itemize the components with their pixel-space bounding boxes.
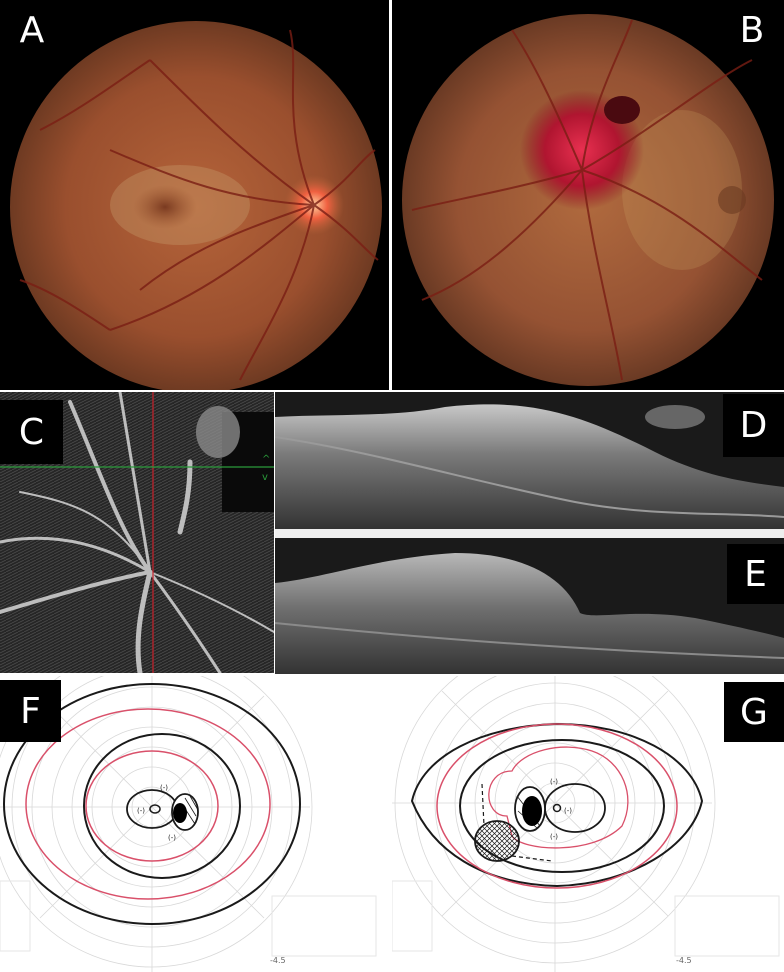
panel-e-oct-bscan: E [275, 538, 784, 674]
annotation-minus-top: (-) [550, 778, 558, 786]
panel-c-oct-enface: ^ v C [0, 392, 274, 673]
fundus-image-a [10, 21, 382, 390]
de-divider [275, 529, 784, 538]
panel-label-b: B [739, 9, 765, 51]
panel-b-fundus: B [392, 0, 784, 390]
scan-up-marker: ^ [262, 454, 270, 465]
annotation-minus-center: (-) [137, 807, 145, 815]
panel-d-oct-bscan: D [275, 392, 784, 529]
panel-g-perimetry: (-) (-) (-) -4.5 G [392, 676, 784, 972]
panel-f-perimetry: (-) (-) (-) -4.5 F [0, 676, 390, 972]
perimetry-chart-f: (-) (-) (-) -4.5 [0, 676, 377, 972]
panel-label-d: D [723, 394, 784, 457]
panel-label-c: C [0, 400, 63, 464]
panel-label-f: F [0, 680, 61, 742]
panel-a-fundus: A [0, 0, 389, 390]
perimetry-chart-g: (-) (-) (-) -4.5 [392, 676, 780, 972]
oct-bscan-d [275, 404, 784, 529]
oct-enface-image: ^ v [0, 392, 274, 673]
annotation-minus-bottom: (-) [550, 833, 558, 841]
annotation-minus-bottom: (-) [168, 834, 176, 842]
refraction-value-g: -4.5 [676, 956, 692, 965]
oct-bscan-e [275, 553, 784, 674]
vertical-divider [389, 0, 392, 390]
refraction-value-f: -4.5 [270, 956, 286, 965]
panel-label-g: G [724, 682, 784, 742]
panel-label-e: E [727, 544, 784, 604]
fundus-image-b [402, 14, 774, 386]
panel-label-a: A [19, 9, 45, 51]
horizontal-divider [0, 390, 784, 392]
annotation-minus-top: (-) [160, 784, 168, 792]
annotation-minus-right: (-) [564, 807, 572, 815]
scan-down-marker: v [262, 472, 268, 483]
